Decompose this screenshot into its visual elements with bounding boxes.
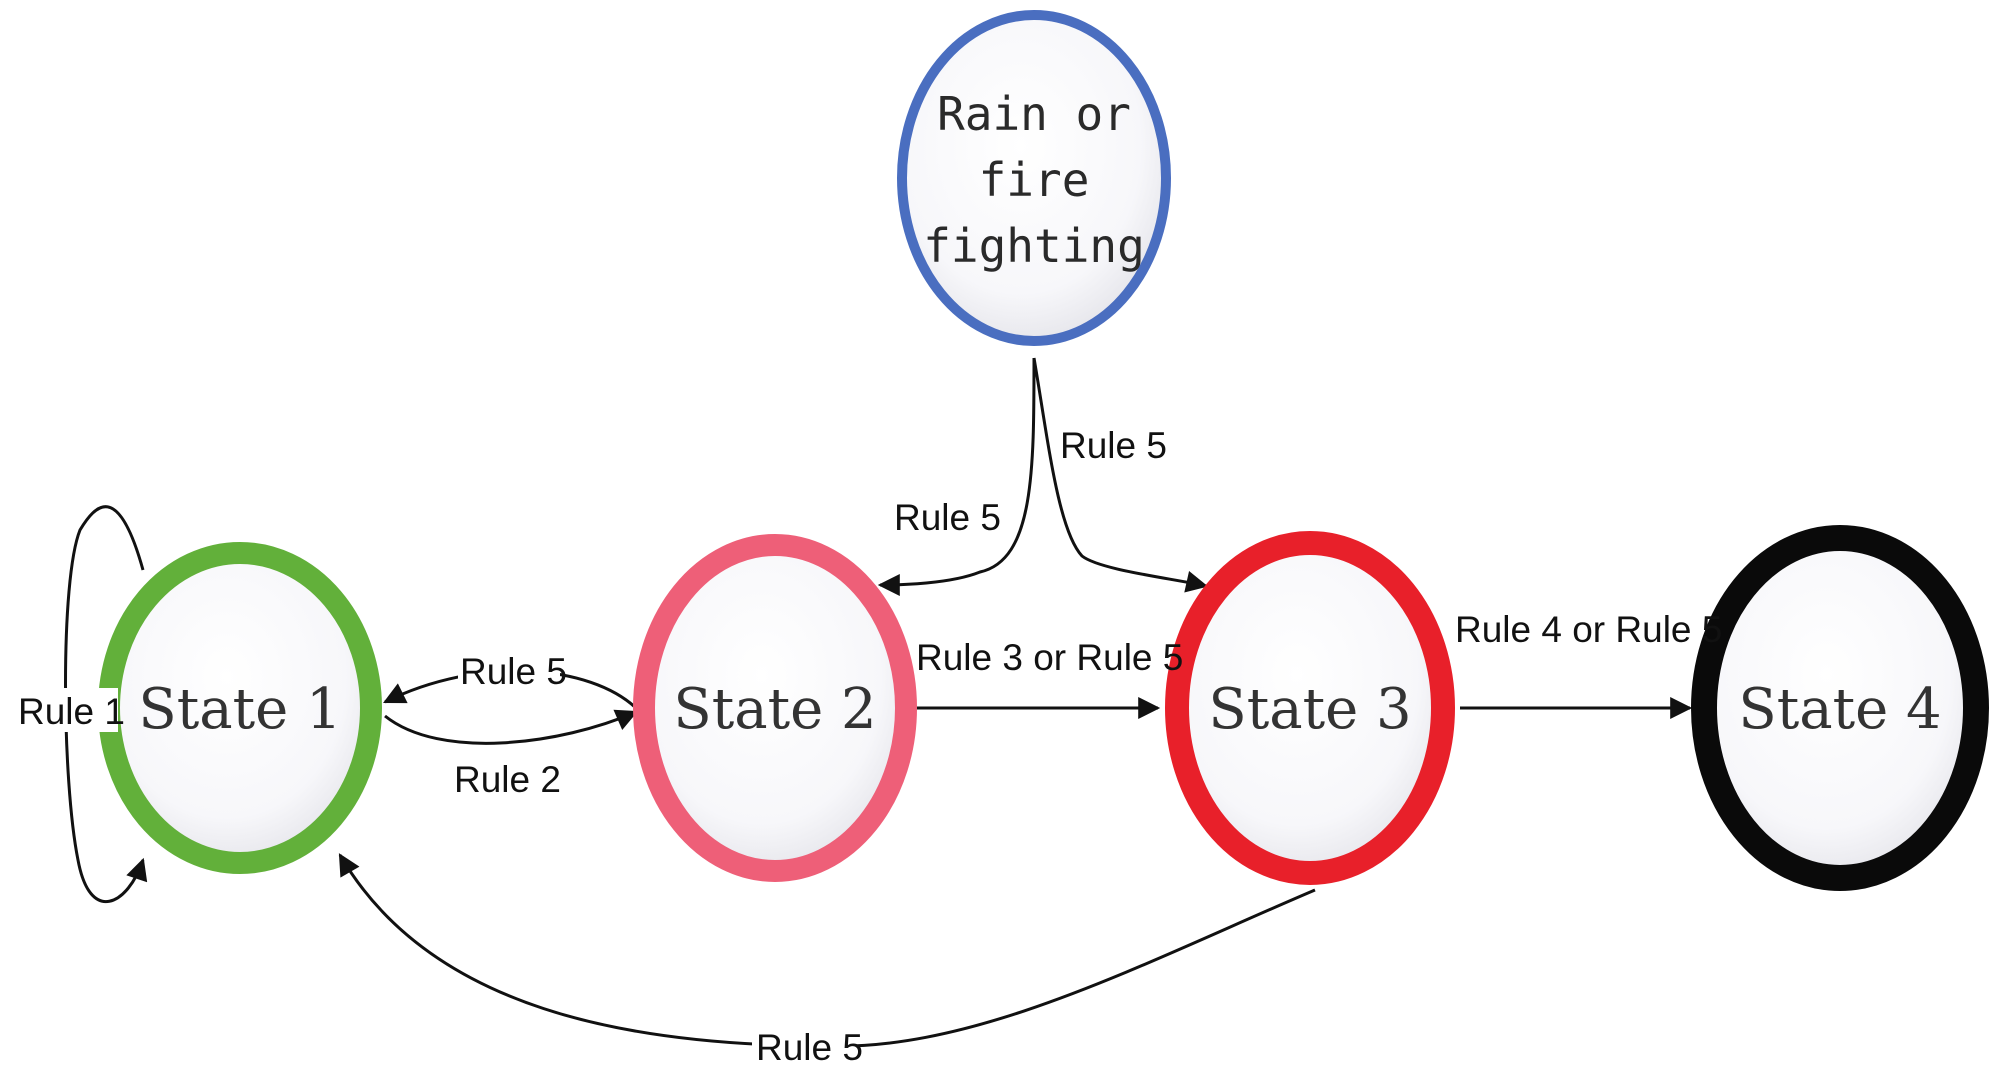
node-state-2: State 2 xyxy=(633,534,917,882)
edge-label-s2-to-s1: Rule 5 xyxy=(460,651,567,692)
node-state-3: State 3 xyxy=(1165,531,1455,885)
edge-label-s3-to-s1: Rule 5 xyxy=(756,1027,863,1068)
edge-s1-to-s2 xyxy=(384,709,639,745)
node-state-4: State 4 xyxy=(1691,525,1989,891)
node-state-4-label: State 4 xyxy=(1738,677,1941,742)
node-state-2-circle xyxy=(633,534,917,882)
edge-rain-to-s3 xyxy=(1032,357,1209,593)
edge-label-s3-to-s4: Rule 4 or Rule 5 xyxy=(1455,609,1722,650)
edge-s3-to-s1 xyxy=(338,853,1316,1048)
edge-label-s2-to-s3: Rule 3 or Rule 5 xyxy=(916,637,1183,678)
node-state-4-circle xyxy=(1691,525,1989,891)
node-state-3-circle xyxy=(1165,531,1455,885)
edge-rain-to-s2 xyxy=(877,357,1036,596)
edge-label-rain-to-s3: Rule 5 xyxy=(1060,425,1167,466)
node-rain-or-fire-fighting: Rain or fire fighting xyxy=(897,10,1171,346)
edge-label-s1-to-s2: Rule 2 xyxy=(454,759,561,800)
node-state-1: State 1 xyxy=(98,542,382,874)
edge-label-rain-to-s2: Rule 5 xyxy=(894,497,1001,538)
edge-s1-self-loop xyxy=(64,505,148,904)
node-state-3-label: State 3 xyxy=(1208,677,1411,742)
node-rain-circle xyxy=(897,10,1171,346)
node-state-1-label: State 1 xyxy=(138,677,341,742)
node-state-2-label: State 2 xyxy=(673,677,876,742)
edge-label-s1-self: Rule 1 xyxy=(18,691,125,732)
node-rain-label-line-3: fighting xyxy=(923,219,1145,273)
node-rain-label-line-2: fire xyxy=(979,153,1090,207)
node-rain-label-line-1: Rain or xyxy=(937,87,1131,141)
